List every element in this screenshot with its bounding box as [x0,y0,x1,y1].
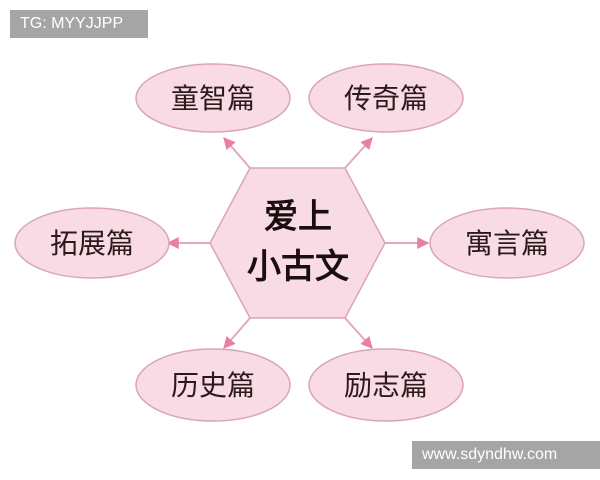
watermark-bottom: www.sdyndhw.com [412,441,600,469]
node-label-bottom-right: 励志篇 [344,369,428,402]
node-right [429,207,585,279]
node-label-top-right: 传奇篇 [344,82,428,115]
node-bottom-left [135,348,291,422]
node-top-left [135,63,291,133]
node-label-bottom-left: 历史篇 [171,369,255,402]
center-title-line1: 爱上 [264,197,332,237]
center-hexagon [209,167,386,319]
arrow-top-right [344,137,373,169]
node-top-right [308,63,464,133]
center-title-line2: 小古文 [247,247,349,287]
node-label-top-left: 童智篇 [171,82,255,115]
arrow-bottom-right [344,317,373,349]
connectors [166,137,430,349]
node-label-right: 寓言篇 [465,227,549,260]
node-label-left: 拓展篇 [50,227,134,260]
arrow-top-left [223,137,251,169]
watermark-top: TG: MYYJJPP [10,10,148,38]
arrow-bottom-left [223,317,251,349]
node-left [14,207,170,279]
node-bottom-right [308,348,464,422]
